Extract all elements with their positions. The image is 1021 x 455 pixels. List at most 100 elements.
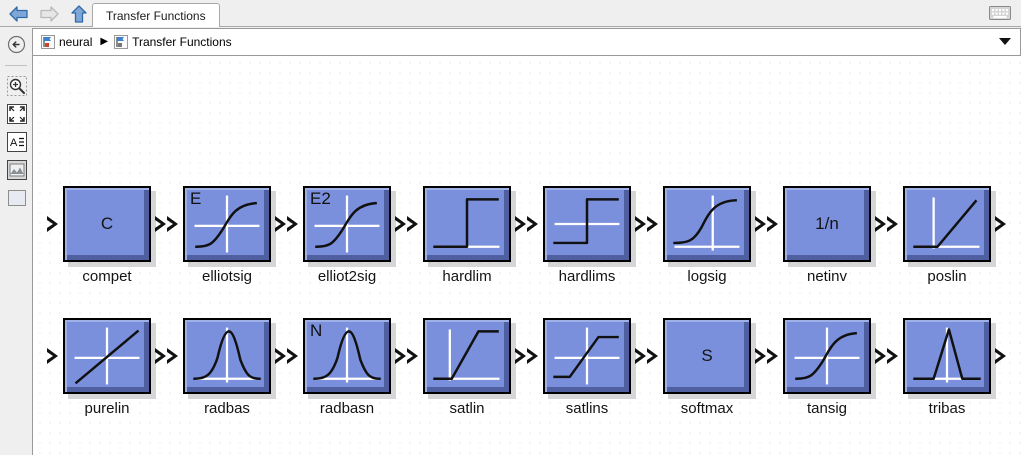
output-port-arrow-icon[interactable] [994, 214, 1008, 234]
input-port-arrow-icon[interactable] [886, 214, 900, 234]
output-port-arrow-icon[interactable] [874, 214, 888, 234]
library-block-purelin[interactable]: purelin [47, 318, 166, 417]
output-port-arrow-icon[interactable] [634, 346, 648, 366]
block-body[interactable] [423, 186, 511, 262]
output-port-arrow-icon[interactable] [874, 346, 888, 366]
forward-arrow-icon [36, 2, 62, 26]
output-port-arrow-icon[interactable] [394, 214, 408, 234]
block-body[interactable]: C [63, 186, 151, 262]
input-port-arrow-icon[interactable] [766, 214, 780, 234]
output-port-arrow-icon[interactable] [754, 214, 768, 234]
text-annotation-icon[interactable]: A [6, 131, 27, 152]
library-block-elliot2sig[interactable]: E2 elliot2sig [287, 186, 406, 285]
input-port-arrow-icon[interactable] [46, 214, 60, 234]
library-block-hardlim[interactable]: hardlim [407, 186, 526, 285]
input-port-arrow-icon[interactable] [166, 346, 180, 366]
output-port-arrow-icon[interactable] [514, 214, 528, 234]
block-body[interactable] [423, 318, 511, 394]
block-graphic-radbas [313, 327, 381, 383]
input-port-arrow-icon[interactable] [406, 214, 420, 234]
block-label: elliot2sig [317, 268, 377, 285]
library-block-radbas[interactable]: radbas [167, 318, 286, 417]
output-port-arrow-icon[interactable] [274, 214, 288, 234]
block-body[interactable] [903, 186, 991, 262]
back-to-library-icon[interactable] [6, 34, 27, 55]
breadcrumb-item-neural[interactable]: neural [41, 35, 92, 49]
block-graphic-hardlims [553, 198, 620, 245]
block-label: tribas [928, 400, 966, 417]
input-port-arrow-icon[interactable] [766, 346, 780, 366]
library-block-hardlims[interactable]: hardlims [527, 186, 646, 285]
library-block-satlin[interactable]: satlin [407, 318, 526, 417]
block-body[interactable] [63, 318, 151, 394]
window-toolbar: Transfer Functions [0, 0, 1021, 27]
breadcrumb-item-transfer-functions[interactable]: Transfer Functions [114, 35, 232, 49]
block-corner-label: E [190, 189, 202, 208]
block-body[interactable] [903, 318, 991, 394]
block-body[interactable] [783, 318, 871, 394]
library-block-satlins[interactable]: satlins [527, 318, 646, 417]
nav-button-group [6, 2, 92, 26]
tool-rail: A [0, 27, 32, 455]
output-port-arrow-icon[interactable] [514, 346, 528, 366]
block-body[interactable] [183, 318, 271, 394]
input-port-arrow-icon[interactable] [406, 346, 420, 366]
library-block-tansig[interactable]: tansig [767, 318, 886, 417]
zoom-in-icon[interactable] [6, 75, 27, 96]
block-body[interactable] [543, 318, 631, 394]
block-corner-label: N [310, 321, 323, 340]
fit-to-view-icon[interactable] [6, 103, 27, 124]
block-label: tansig [806, 400, 848, 417]
keyboard-icon[interactable] [989, 6, 1011, 20]
breadcrumb: neural ▶ Transfer Functions [32, 28, 1021, 56]
block-body[interactable]: N [303, 318, 391, 394]
input-port-arrow-icon[interactable] [886, 346, 900, 366]
output-port-arrow-icon[interactable] [394, 346, 408, 366]
block-label: logsig [687, 268, 727, 285]
up-arrow-icon[interactable] [66, 2, 92, 26]
block-body[interactable]: E [183, 186, 271, 262]
tab-transfer-functions[interactable]: Transfer Functions [92, 3, 220, 27]
block-graphic-logsig [673, 195, 740, 251]
block-body[interactable]: E2 [303, 186, 391, 262]
block-label: satlins [565, 400, 609, 417]
block-label: purelin [84, 400, 130, 417]
back-arrow-icon[interactable] [6, 2, 32, 26]
block-graphic-hardlim [433, 198, 500, 248]
block-label: compet [82, 268, 132, 285]
input-port-arrow-icon[interactable] [286, 346, 300, 366]
block-glyph: S [701, 346, 713, 365]
block-body[interactable]: S [663, 318, 751, 394]
block-body[interactable] [543, 186, 631, 262]
input-port-arrow-icon[interactable] [646, 346, 660, 366]
library-block-tribas[interactable]: tribas [887, 318, 1006, 417]
input-port-arrow-icon[interactable] [166, 214, 180, 234]
input-port-arrow-icon[interactable] [526, 214, 540, 234]
library-block-poslin[interactable]: poslin [887, 186, 1006, 285]
image-annotation-icon[interactable] [6, 159, 27, 180]
output-port-arrow-icon[interactable] [274, 346, 288, 366]
output-port-arrow-icon[interactable] [154, 214, 168, 234]
output-port-arrow-icon[interactable] [634, 214, 648, 234]
output-port-arrow-icon[interactable] [994, 346, 1008, 366]
library-block-logsig[interactable]: logsig [647, 186, 766, 285]
input-port-arrow-icon[interactable] [286, 214, 300, 234]
input-port-arrow-icon[interactable] [46, 346, 60, 366]
chevron-down-icon[interactable] [999, 38, 1011, 45]
input-port-arrow-icon[interactable] [646, 214, 660, 234]
block-body[interactable]: 1/n [783, 186, 871, 262]
output-port-arrow-icon[interactable] [754, 346, 768, 366]
block-body[interactable] [663, 186, 751, 262]
input-port-arrow-icon[interactable] [526, 346, 540, 366]
block-label: radbasn [319, 400, 375, 417]
area-annotation-icon[interactable] [6, 187, 27, 208]
output-port-arrow-icon[interactable] [154, 346, 168, 366]
block-corner-label: E2 [310, 189, 331, 208]
